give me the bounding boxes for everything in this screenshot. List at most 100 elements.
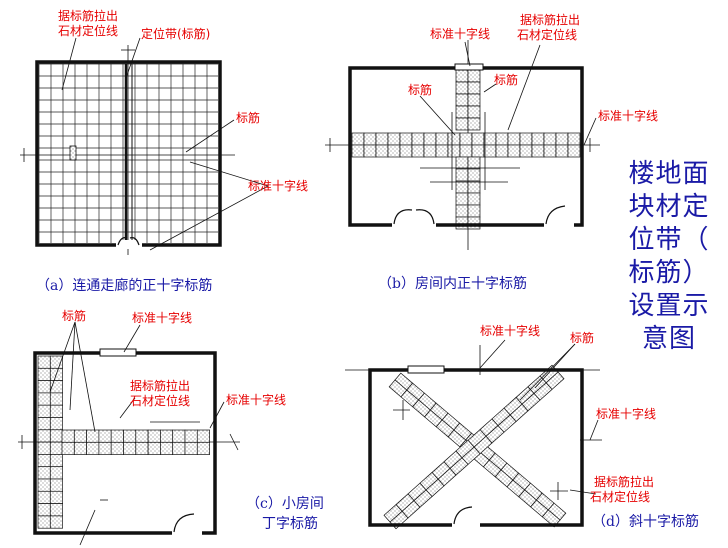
panel-d-guide-label-2: 石材定位线 <box>590 489 650 504</box>
panel-a-room-walls <box>35 60 222 247</box>
band-tile <box>467 204 481 218</box>
panel-a-leader-band <box>125 37 141 79</box>
panel-b-cross-top-label: 标准十字线 <box>430 26 490 41</box>
band-tile <box>172 441 186 455</box>
band-tile <box>459 144 473 158</box>
band-tile <box>531 132 545 146</box>
band-tile <box>519 144 533 158</box>
band-tile <box>49 392 63 406</box>
title-line-1: 楼地面 <box>628 159 710 189</box>
band-tile <box>49 503 63 517</box>
band-tile <box>455 216 469 230</box>
band-tile <box>351 132 365 146</box>
band-tile <box>37 490 51 504</box>
panel-b: 标准十字线 据标筋拉出 石材定位线 标筋 标筋 标准十字线 （b）房间内正十字标… <box>325 12 658 292</box>
band-tile <box>567 132 581 146</box>
panel-c-cross-right-label: 标准十字线 <box>226 392 286 407</box>
band-tile <box>455 168 469 182</box>
title-line-4: 标筋） <box>628 258 710 288</box>
band-tile <box>61 441 75 455</box>
panel-a: 据标筋拉出 石材定位线 定位带(标筋) 标筋 标准十字线 （a）连通走廊的正十字… <box>20 8 308 294</box>
panel-c-door <box>173 513 195 533</box>
band-tile <box>363 132 377 146</box>
band-tile <box>467 216 481 230</box>
panel-a-leader-cross-1 <box>149 185 269 251</box>
band-tile <box>455 180 469 194</box>
band-tile <box>73 441 87 455</box>
band-tile <box>467 93 481 107</box>
panel-c-mark-label: 标筋 <box>62 308 86 323</box>
panel-d-window <box>407 365 445 374</box>
band-tile <box>507 144 521 158</box>
band-tile <box>37 454 51 468</box>
band-tile <box>160 429 174 443</box>
band-tile <box>387 144 401 158</box>
band-tile <box>467 117 481 131</box>
panel-a-cross-label: 标准十字线 <box>248 178 308 193</box>
band-tile <box>455 192 469 206</box>
band-tile <box>49 441 63 455</box>
band-tile <box>455 204 469 218</box>
band-tile <box>49 417 63 431</box>
band-tile <box>147 429 161 443</box>
band-tile <box>147 441 161 455</box>
panel-a-door <box>117 237 140 246</box>
panel-d: 标准十字线 标筋 标准十字线 据标筋拉出 石材定位线 （d）斜十字标筋 <box>345 323 699 530</box>
title-line-3: 位带（ <box>628 225 710 255</box>
band-tile <box>567 144 581 158</box>
band-tile <box>435 144 449 158</box>
band-tile <box>49 429 63 443</box>
band-tile <box>467 69 481 83</box>
band-tile <box>467 156 481 170</box>
panel-a-leader-mark <box>185 119 235 153</box>
band-tile <box>98 429 112 443</box>
band-tile <box>37 515 51 529</box>
title-line-2: 块材定 <box>628 192 710 222</box>
band-tile <box>123 441 137 455</box>
band-tile <box>37 466 51 480</box>
panel-c-caption-line-2: 丁字标筋 <box>262 515 318 532</box>
band-tile <box>49 515 63 529</box>
band-tile <box>135 441 149 455</box>
panel-a-caption: （a）连通走廊的正十字标筋 <box>36 277 212 294</box>
band-tile <box>98 441 112 455</box>
panel-a-leader-cross-2 <box>189 161 269 187</box>
band-tile <box>37 478 51 492</box>
panel-a-guide-label-2: 石材定位线 <box>58 23 118 38</box>
band-tile <box>447 144 461 158</box>
panel-b-mark-right-label: 标筋 <box>494 72 518 87</box>
band-tile <box>543 132 557 146</box>
panel-b-caption: （b）房间内正十字标筋 <box>378 275 527 292</box>
band-tile <box>483 132 497 146</box>
panel-b-window <box>454 63 484 71</box>
band-tile <box>37 441 51 455</box>
panel-d-guide-label-1: 据标筋拉出 <box>594 474 654 489</box>
panel-a-tile-grid <box>38 63 218 243</box>
panel-a-leader-guide <box>61 37 77 91</box>
band-tile <box>110 441 124 455</box>
band-tile <box>455 81 469 95</box>
band-tile <box>86 429 100 443</box>
band-tile <box>455 156 469 170</box>
band-tile <box>375 132 389 146</box>
band-tile <box>37 417 51 431</box>
band-tile <box>555 132 569 146</box>
panel-b-cross-right-label: 标准十字线 <box>598 108 658 123</box>
diagram-title: 楼地面 块材定 位带（ 标筋） 设置示 意图 <box>610 158 728 356</box>
band-tile <box>196 429 210 443</box>
band-tile <box>387 132 401 146</box>
band-tile <box>184 429 198 443</box>
band-tile <box>196 441 210 455</box>
band-tile <box>455 93 469 107</box>
panel-c-caption-line-1: （c）小房间 <box>246 496 324 512</box>
panel-c-guide-label-1: 据标筋拉出 <box>130 378 190 393</box>
band-tile <box>363 144 377 158</box>
band-tile <box>423 132 437 146</box>
panel-b-door-left <box>393 209 435 225</box>
band-tile <box>519 132 533 146</box>
title-line-6: 意图 <box>641 324 696 354</box>
band-tile <box>555 144 569 158</box>
band-tile <box>49 466 63 480</box>
panel-c-guide-label-2: 石材定位线 <box>130 393 190 408</box>
